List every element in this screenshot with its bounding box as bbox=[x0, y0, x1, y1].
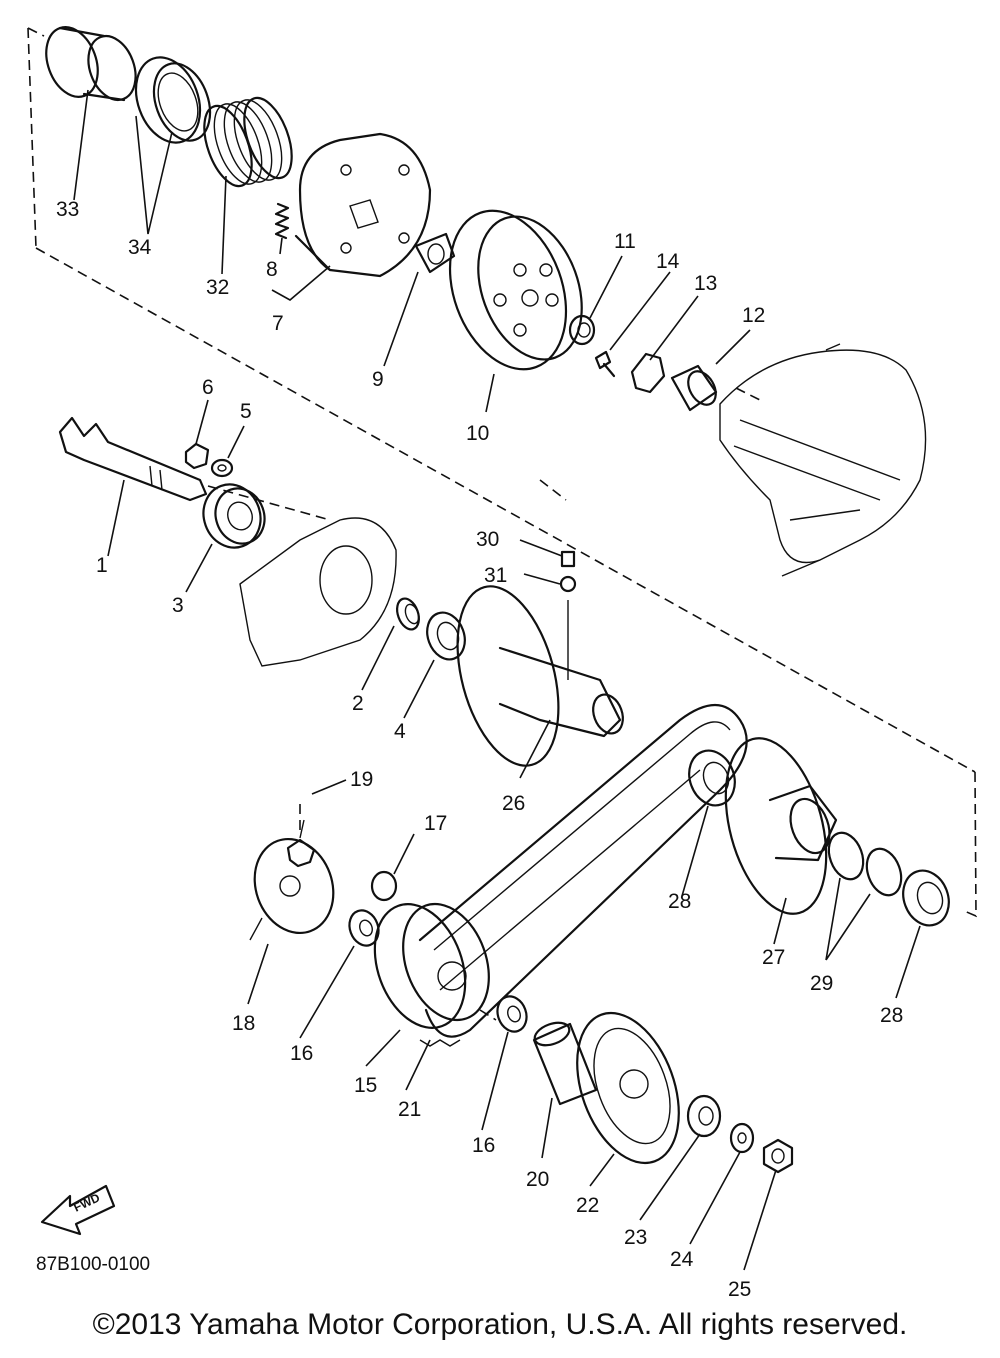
part-32-compression-spring bbox=[203, 96, 293, 188]
callout-24: 24 bbox=[670, 1248, 694, 1271]
callout-29: 29 bbox=[810, 972, 833, 995]
part-33-collar bbox=[45, 26, 137, 102]
part-24-washer bbox=[729, 1122, 755, 1154]
part-29-o-rings bbox=[827, 831, 903, 897]
callout-31: 31 bbox=[484, 564, 507, 587]
callout-21: 21 bbox=[398, 1098, 421, 1121]
part-34-spring-seats bbox=[134, 56, 212, 144]
part-2-circlip bbox=[396, 597, 420, 631]
callout-34: 34 bbox=[128, 236, 152, 259]
callout-28-lower: 28 bbox=[880, 1004, 903, 1027]
callout-33: 33 bbox=[56, 198, 79, 221]
callout-30: 30 bbox=[476, 528, 499, 551]
callout-7: 7 bbox=[272, 312, 284, 335]
callout-25: 25 bbox=[728, 1278, 751, 1301]
part-16-collar-left bbox=[348, 909, 380, 947]
callout-8: 8 bbox=[266, 258, 278, 281]
part-30-pin bbox=[560, 550, 576, 568]
callout-15: 15 bbox=[354, 1074, 377, 1097]
callout-23: 23 bbox=[624, 1226, 647, 1249]
crankcase-outline bbox=[719, 343, 927, 577]
callout-10: 10 bbox=[466, 422, 489, 445]
diagram-code: 87B100-0100 bbox=[36, 1254, 150, 1275]
fwd-label: FWD bbox=[71, 1190, 102, 1214]
callout-6: 6 bbox=[202, 376, 214, 399]
callout-9: 9 bbox=[372, 368, 384, 391]
callout-12: 12 bbox=[742, 304, 765, 327]
part-23-gear bbox=[686, 1094, 722, 1138]
callout-5: 5 bbox=[240, 400, 252, 423]
part-16-collar-right bbox=[496, 995, 528, 1033]
part-4-oil-seal bbox=[426, 611, 466, 661]
callout-1: 1 bbox=[96, 554, 108, 577]
part-9-plate bbox=[414, 232, 456, 274]
part-19-slider bbox=[286, 838, 316, 868]
transmission-case-cover bbox=[239, 517, 397, 667]
callout-16-left: 16 bbox=[290, 1042, 313, 1065]
part-10-clutch-housing bbox=[448, 209, 583, 371]
part-27-secondary-sheave bbox=[724, 737, 838, 915]
part-18-cam-plate bbox=[249, 819, 335, 941]
callout-3: 3 bbox=[172, 594, 184, 617]
part-14-screw bbox=[594, 350, 616, 378]
part-3-bearing bbox=[202, 483, 266, 549]
callout-labels: 33 34 32 8 7 9 10 11 14 13 12 6 5 1 3 2 … bbox=[56, 198, 903, 1301]
part-6-nut bbox=[184, 442, 210, 470]
v-belt bbox=[418, 704, 748, 1038]
part-11-collar bbox=[568, 314, 596, 346]
part-25-nut bbox=[762, 1138, 794, 1174]
part-20-sleeve bbox=[532, 1021, 598, 1106]
part-21-weight-roller-set bbox=[419, 1039, 461, 1047]
callout-22: 22 bbox=[576, 1194, 599, 1217]
callout-17: 17 bbox=[424, 812, 447, 835]
callout-4: 4 bbox=[394, 720, 406, 743]
part-7-clutch-carrier bbox=[294, 132, 432, 278]
callout-19: 19 bbox=[350, 768, 373, 791]
part-8-small-spring bbox=[274, 202, 290, 240]
part-26-primary-sheave bbox=[456, 585, 624, 767]
part-17-weight bbox=[370, 870, 398, 902]
leader-lines bbox=[73, 89, 921, 1271]
callout-13: 13 bbox=[694, 272, 717, 295]
callout-20: 20 bbox=[526, 1168, 549, 1191]
part-12-bush bbox=[670, 364, 718, 412]
callout-2: 2 bbox=[352, 692, 364, 715]
forward-arrow-icon: FWD bbox=[40, 1184, 116, 1236]
callout-28-upper: 28 bbox=[668, 890, 691, 913]
callout-32: 32 bbox=[206, 276, 229, 299]
part-1-primary-shaft bbox=[58, 416, 208, 502]
part-22-fixed-sheave-fan bbox=[576, 1011, 680, 1165]
part-13-lock-plate bbox=[630, 352, 666, 394]
callout-27: 27 bbox=[762, 946, 785, 969]
part-28-oil-seal-lower bbox=[902, 869, 950, 927]
callout-11: 11 bbox=[614, 230, 636, 253]
part-5-washer bbox=[210, 458, 234, 478]
callout-14: 14 bbox=[656, 250, 680, 273]
copyright-notice: ©2013 Yamaha Motor Corporation, U.S.A. A… bbox=[92, 1308, 908, 1341]
callout-18: 18 bbox=[232, 1012, 255, 1035]
callout-16-right: 16 bbox=[472, 1134, 495, 1157]
part-31-ball bbox=[559, 575, 577, 593]
part-15-movable-sheave bbox=[373, 902, 490, 1029]
callout-26: 26 bbox=[502, 792, 525, 815]
